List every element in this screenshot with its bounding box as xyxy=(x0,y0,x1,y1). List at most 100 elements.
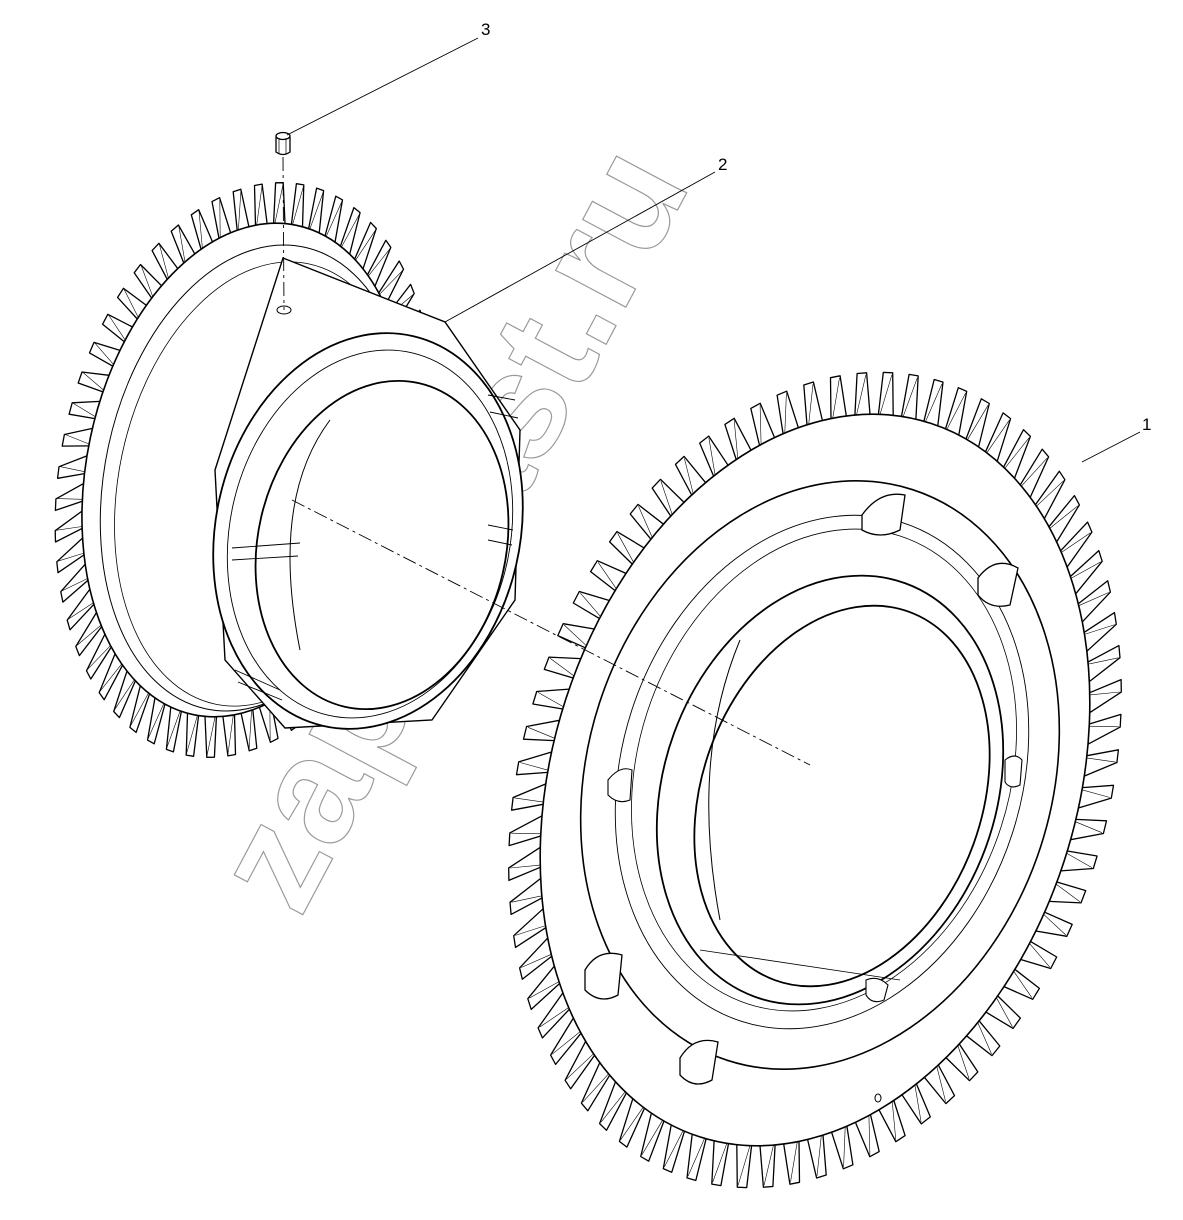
tooth-helix-line xyxy=(1021,457,1048,487)
gear-tooth xyxy=(699,435,729,477)
gear-tooth xyxy=(258,701,279,743)
tooth-helix-line xyxy=(130,692,149,727)
callout-1: 1 xyxy=(1142,415,1151,434)
gear-tooth xyxy=(750,402,776,446)
tooth-helix-line xyxy=(1004,437,1030,469)
tooth-helix-line xyxy=(1084,624,1115,635)
tooth-helix-line xyxy=(784,393,787,434)
gear-tooth xyxy=(1070,818,1108,841)
gear-1-marking xyxy=(874,1093,882,1103)
gear-tooth xyxy=(878,1100,906,1143)
gear-1-body xyxy=(539,413,1091,1147)
gear-tooth xyxy=(522,719,560,742)
gear-tooth xyxy=(151,242,179,280)
tooth-helix-line xyxy=(1070,561,1101,579)
tooth-helix-line xyxy=(551,1031,581,1055)
tooth-helix-line xyxy=(166,710,181,749)
tooth-helix-line xyxy=(733,420,739,459)
tooth-helix-line xyxy=(1013,971,1033,998)
gear-tooth xyxy=(598,1081,627,1131)
gear-tooth xyxy=(60,563,89,603)
tooth-helix-line xyxy=(660,481,673,515)
tooth-helix-line xyxy=(946,392,966,430)
gear-tooth xyxy=(900,373,919,420)
gear-tooth xyxy=(1048,494,1081,543)
tooth-helix-line xyxy=(140,265,154,297)
gear-tooth xyxy=(116,287,147,320)
gear-tooth xyxy=(783,1141,801,1185)
gear-tooth xyxy=(1019,448,1050,498)
pin-top xyxy=(275,131,291,141)
gear-tooth xyxy=(54,510,83,543)
tooth-helix-line xyxy=(309,191,324,230)
gear-tooth xyxy=(56,455,88,479)
tooth-helix-line xyxy=(529,981,560,999)
gear-tooth xyxy=(580,1062,611,1112)
sleeve-slot xyxy=(487,524,514,546)
gear-tooth xyxy=(366,239,392,287)
gear-tooth xyxy=(253,183,268,226)
tooth-helix-line xyxy=(977,1022,992,1054)
tooth-helix-line xyxy=(539,1007,569,1028)
gear-tooth xyxy=(651,478,685,517)
tooth-helix-line xyxy=(580,592,601,617)
gear-tooth xyxy=(222,714,237,757)
gear-tooth xyxy=(923,1064,956,1105)
gear-tooth xyxy=(185,713,200,757)
tooth-helix-line xyxy=(256,185,263,226)
callout-leaders xyxy=(286,37,1141,463)
gear-tooth xyxy=(509,877,543,916)
tooth-helix-line xyxy=(1061,532,1091,553)
tooth-helix-line xyxy=(582,1073,609,1103)
gear-tooth xyxy=(854,372,871,416)
gear-tooth xyxy=(508,846,541,882)
tooth-helix-line xyxy=(684,458,694,494)
tooth-helix-line xyxy=(108,314,126,341)
tooth-helix-line xyxy=(1066,852,1093,868)
tooth-helix-line xyxy=(325,201,343,237)
gear-tooth xyxy=(618,1098,646,1148)
tooth-helix-line xyxy=(1086,757,1116,763)
tooth-helix-line xyxy=(600,1091,626,1123)
gear-tooth xyxy=(1078,784,1115,809)
tooth-helix-line xyxy=(1043,914,1067,936)
gear-tooth xyxy=(232,188,250,231)
tooth-helix-line xyxy=(1036,480,1064,507)
gear-tooth xyxy=(61,427,93,447)
gear-tooth xyxy=(66,588,95,631)
gear-tooth xyxy=(985,995,1022,1030)
gear-tooth xyxy=(1087,644,1121,683)
gear-with-sleeve xyxy=(54,182,524,758)
gear-1-hub-ring-inner xyxy=(631,528,1017,1012)
axis-centerline xyxy=(291,499,811,766)
sleeve-bore xyxy=(254,379,510,711)
gear-tooth xyxy=(984,412,1012,462)
gear-1-hole xyxy=(865,977,889,1003)
gear-1-hole xyxy=(584,952,623,1000)
tooth-helix-line xyxy=(902,377,918,417)
tooth-helix-line xyxy=(808,384,814,425)
gear-tooth xyxy=(513,908,547,949)
gear-tooth xyxy=(629,503,664,540)
tooth-helix-line xyxy=(379,270,404,295)
gear-tooth xyxy=(776,390,800,434)
tooth-helix-line xyxy=(1055,883,1081,902)
tooth-helix-line xyxy=(879,374,893,415)
gear-tooth xyxy=(98,653,124,701)
sleeve-slot xyxy=(234,669,283,701)
tooth-helix-line xyxy=(521,954,552,968)
tooth-helix-line xyxy=(759,405,762,445)
gear-tooth xyxy=(1077,580,1112,623)
gear-1-bore-shadow xyxy=(699,949,901,981)
tooth-helix-line xyxy=(123,288,139,318)
tooth-helix-line xyxy=(227,714,234,755)
gear-tooth xyxy=(77,371,110,393)
tooth-helix-line xyxy=(843,1126,846,1167)
gear-tooth xyxy=(537,992,570,1039)
tooth-helix-line xyxy=(617,533,634,563)
gear-tooth xyxy=(589,560,627,592)
gear-tooth xyxy=(133,263,163,299)
gear-tooth xyxy=(966,1020,1001,1057)
tooth-helix-line xyxy=(514,797,544,803)
dowel-pin xyxy=(275,131,291,156)
